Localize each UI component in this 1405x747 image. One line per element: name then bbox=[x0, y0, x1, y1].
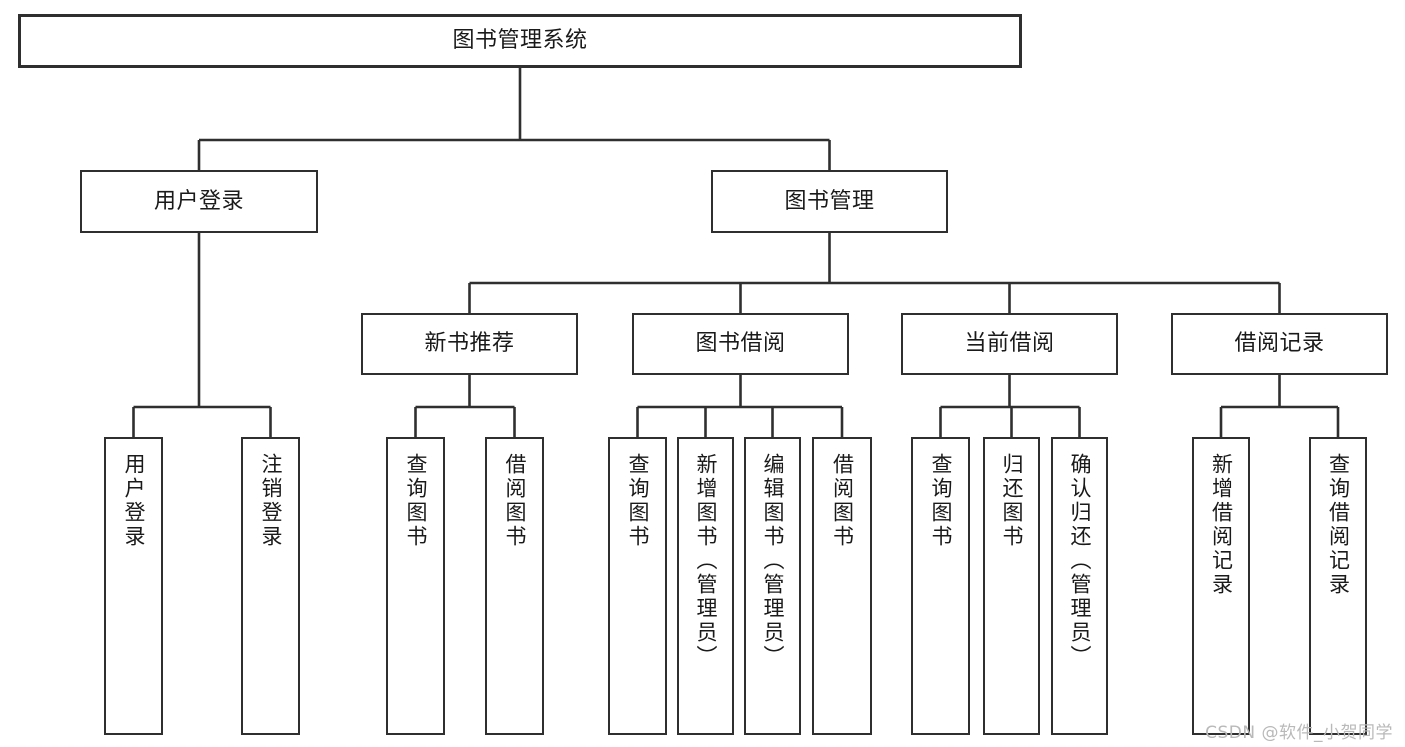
node-login[interactable]: 用户登录 bbox=[80, 170, 318, 233]
node-leaf-records-2[interactable]: 查询借阅记录 bbox=[1309, 437, 1367, 735]
edge-group bbox=[132, 68, 1340, 437]
node-label: 查询图书 bbox=[626, 453, 650, 549]
node-leaf-current-3[interactable]: 确认归还（管理员） bbox=[1051, 437, 1108, 735]
node-leaf-login-2[interactable]: 注销登录 bbox=[241, 437, 300, 735]
node-newbook[interactable]: 新书推荐 bbox=[361, 313, 578, 375]
node-label: 归还图书 bbox=[1000, 453, 1024, 549]
node-bookmgmt[interactable]: 图书管理 bbox=[711, 170, 948, 233]
node-label: 注销登录 bbox=[259, 453, 283, 549]
node-leaf-borrow-4[interactable]: 借阅图书 bbox=[812, 437, 872, 735]
node-label: 图书借阅 bbox=[695, 331, 786, 357]
node-records[interactable]: 借阅记录 bbox=[1171, 313, 1388, 375]
node-label: 当前借阅 bbox=[964, 331, 1055, 357]
node-leaf-current-1[interactable]: 查询图书 bbox=[911, 437, 970, 735]
node-leaf-borrow-2[interactable]: 新增图书（管理员） bbox=[677, 437, 734, 735]
node-label: 用户登录 bbox=[153, 188, 244, 214]
node-leaf-newbook-1[interactable]: 查询图书 bbox=[386, 437, 445, 735]
node-label: 借阅图书 bbox=[830, 453, 855, 549]
node-label: 编辑图书（管理员） bbox=[761, 453, 785, 669]
node-label: 图书管理系统 bbox=[452, 28, 588, 54]
watermark-text: CSDN @软件_小贺同学 bbox=[1205, 723, 1393, 743]
node-label: 查询借阅记录 bbox=[1326, 453, 1351, 597]
node-leaf-records-1[interactable]: 新增借阅记录 bbox=[1192, 437, 1250, 735]
node-label: 查询图书 bbox=[404, 453, 428, 549]
node-leaf-newbook-2[interactable]: 借阅图书 bbox=[485, 437, 544, 735]
node-leaf-login-1[interactable]: 用户登录 bbox=[104, 437, 163, 735]
node-current[interactable]: 当前借阅 bbox=[901, 313, 1118, 375]
node-label: 查询图书 bbox=[929, 453, 953, 549]
node-label: 用户登录 bbox=[122, 453, 146, 549]
node-label: 图书管理 bbox=[784, 188, 875, 214]
node-label: 新增图书（管理员） bbox=[694, 453, 718, 669]
node-label: 借阅记录 bbox=[1234, 331, 1325, 357]
node-root[interactable]: 图书管理系统 bbox=[18, 14, 1022, 68]
node-label: 新书推荐 bbox=[424, 331, 515, 357]
node-borrow[interactable]: 图书借阅 bbox=[632, 313, 849, 375]
node-leaf-current-2[interactable]: 归还图书 bbox=[983, 437, 1040, 735]
node-leaf-borrow-3[interactable]: 编辑图书（管理员） bbox=[744, 437, 801, 735]
node-label: 借阅图书 bbox=[503, 453, 527, 549]
node-label: 新增借阅记录 bbox=[1209, 453, 1234, 597]
node-leaf-borrow-1[interactable]: 查询图书 bbox=[608, 437, 667, 735]
node-label: 确认归还（管理员） bbox=[1068, 453, 1092, 669]
